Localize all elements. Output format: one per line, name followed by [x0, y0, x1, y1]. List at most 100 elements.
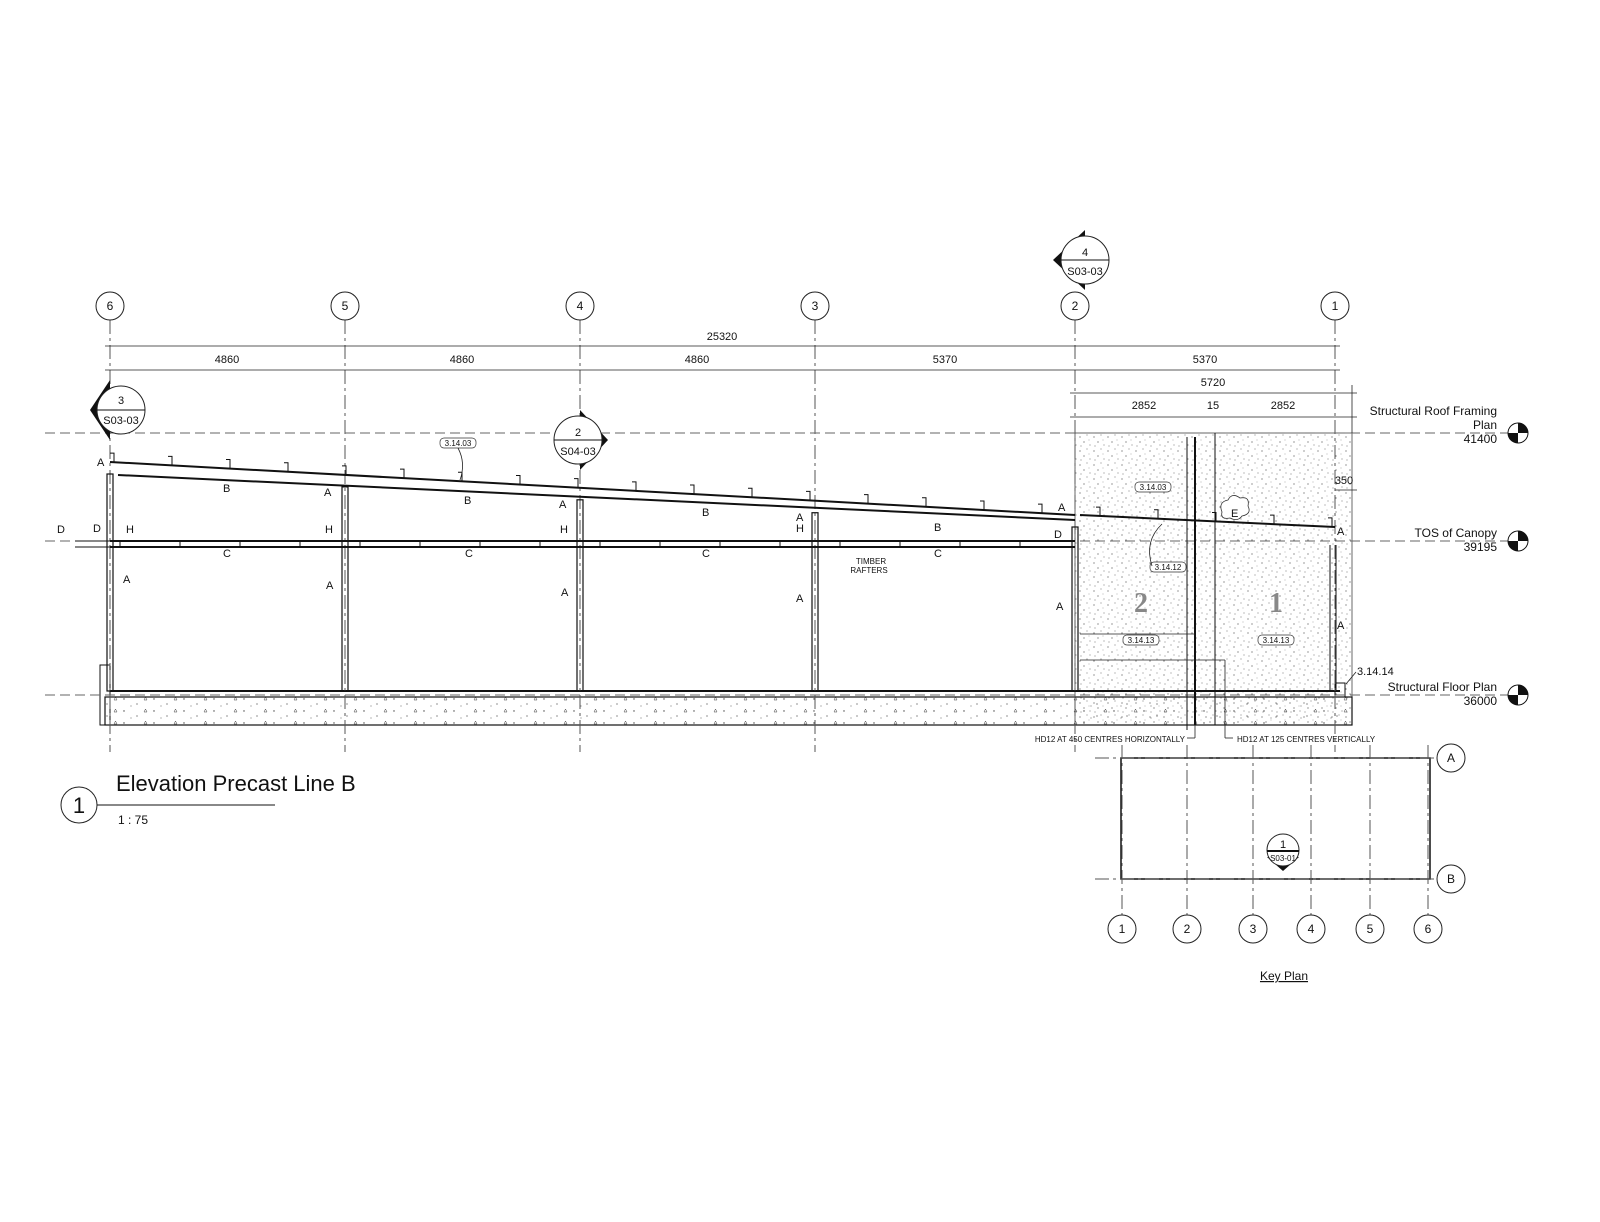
- member-tag: D: [93, 523, 101, 535]
- cleat: [632, 481, 637, 491]
- level-floor: Structural Floor Plan 36000: [1388, 680, 1498, 708]
- key-plan-row: A: [1447, 751, 1455, 765]
- key-plan-col: 6: [1425, 922, 1432, 936]
- cleat: [922, 497, 927, 507]
- key-plan-col: 5: [1367, 922, 1374, 936]
- grid-bubbles: 6 5 4 3 2 1: [95, 291, 1350, 321]
- dim-bay: 4860: [685, 354, 709, 366]
- cleat: [1212, 511, 1217, 522]
- annotation-timber: TIMBER: [856, 557, 886, 566]
- roof-cleats: [110, 452, 1333, 547]
- grid-bubble-label: 2: [1072, 299, 1079, 313]
- member-tag: Plan: [1473, 418, 1497, 432]
- keynotes: 3.14.03 3.14.03 3.14.12 3.14.13 3.14.13 …: [439, 437, 1394, 685]
- roof-top-line: [109, 461, 1076, 516]
- member-tag: B: [223, 483, 230, 495]
- precast-panel: [1074, 432, 1353, 726]
- keynote-tag: 3.14.12: [1155, 563, 1182, 572]
- grid-bubble-label: 3: [812, 299, 819, 313]
- view-scale: 1 : 75: [118, 813, 148, 827]
- column: [106, 473, 114, 692]
- dimension-strings: [105, 345, 1357, 491]
- view-name: Elevation Precast Line B: [116, 771, 356, 796]
- dim-panel-split: 2852: [1132, 400, 1156, 412]
- cleat: [1270, 514, 1275, 525]
- member-tag: H: [560, 524, 568, 536]
- annotation-hd-vertical: HD12 AT 125 CENTRES VERTICALLY: [1237, 735, 1376, 744]
- cleat: [1096, 506, 1101, 517]
- section-mark-4[interactable]: 4 S03-03: [1053, 230, 1110, 290]
- keynote-tag: 3.14.13: [1128, 636, 1155, 645]
- cleat: [400, 468, 405, 479]
- cleat: [980, 500, 985, 510]
- level-canopy: TOS of Canopy 39195: [1415, 526, 1498, 554]
- member-tag: A: [326, 580, 334, 592]
- key-plan-col: 4: [1308, 922, 1315, 936]
- member-tag: 36000: [1464, 694, 1498, 708]
- member-tag: C: [465, 548, 473, 560]
- cleat: [574, 478, 579, 488]
- key-plan: A B 1 2 3 4 5 6 1 S03-01 Key Plan: [1095, 743, 1466, 983]
- dim-panel-split: 2852: [1271, 400, 1295, 412]
- member-tag: A: [123, 574, 131, 586]
- dim-bay: 4860: [215, 354, 239, 366]
- grid-bubble-label: 6: [107, 299, 114, 313]
- grid-bubble-label: 1: [1332, 299, 1339, 313]
- member-tag: A: [561, 587, 569, 599]
- member-tag: H: [325, 524, 333, 536]
- cleat: [1328, 517, 1333, 527]
- view-number: 1: [73, 793, 85, 818]
- member-tag: A: [1337, 620, 1345, 632]
- cleat: [748, 487, 753, 498]
- dim-panel-split: 15: [1207, 400, 1219, 412]
- column: [341, 486, 349, 692]
- column: [811, 512, 819, 692]
- section-mark-3[interactable]: 3 S03-03: [90, 380, 146, 440]
- member-tag: 2: [575, 427, 581, 439]
- member-tag: H: [796, 523, 804, 535]
- member-tag: B: [934, 522, 941, 534]
- member-tag: 1: [1280, 839, 1286, 851]
- member-tag: S03-03: [1067, 266, 1102, 278]
- member-tag: Structural Floor Plan: [1388, 680, 1497, 694]
- cleat: [690, 484, 695, 495]
- member-tag: C: [702, 548, 710, 560]
- member-tag: A: [1056, 601, 1064, 613]
- member-tag: Structural Roof Framing: [1370, 404, 1497, 418]
- keynote-text: 3.14.14: [1357, 666, 1394, 678]
- keynote-tag: 3.14.13: [1263, 636, 1290, 645]
- key-plan-col: 2: [1184, 922, 1191, 936]
- dim-bay: 4860: [450, 354, 474, 366]
- section-mark-2[interactable]: 2 S04-03: [553, 410, 608, 470]
- cleat: [284, 462, 289, 472]
- grid-bubble-label: 4: [577, 299, 584, 313]
- member-tag: C: [223, 548, 231, 560]
- grid-lines: [109, 320, 1336, 752]
- member-tag: B: [464, 495, 471, 507]
- annotation-hd-horizontal: HD12 AT 450 CENTRES HORIZONTALLY: [1035, 735, 1186, 744]
- cleat: [1038, 503, 1043, 514]
- key-plan-title: Key Plan: [1260, 969, 1308, 983]
- member-tag: C: [934, 548, 942, 560]
- member-tag: A: [796, 593, 804, 605]
- cleat: [342, 465, 347, 475]
- keynote-tag: 3.14.03: [445, 439, 472, 448]
- annotation-rafters: RAFTERS: [850, 566, 887, 575]
- dim-overall: 25320: [707, 331, 738, 343]
- dim-bay: 5370: [933, 354, 957, 366]
- member-tag: D: [1054, 529, 1062, 541]
- cleat: [168, 455, 173, 466]
- member-tag: A: [1058, 502, 1066, 514]
- panel-roof-line: [1079, 514, 1336, 528]
- dim-bay: 5370: [1193, 354, 1217, 366]
- floor-slab: [104, 696, 1353, 726]
- panel-number: 1: [1269, 588, 1283, 619]
- cleat: [516, 474, 521, 485]
- view-title: 1 Elevation Precast Line B 1 : 75: [60, 771, 356, 827]
- member-tag: B: [702, 507, 709, 519]
- member-tag: D: [57, 524, 65, 536]
- member-tag: 39195: [1464, 540, 1498, 554]
- key-plan-section-mark[interactable]: 1 S03-01: [1266, 833, 1300, 871]
- cleat: [864, 494, 869, 504]
